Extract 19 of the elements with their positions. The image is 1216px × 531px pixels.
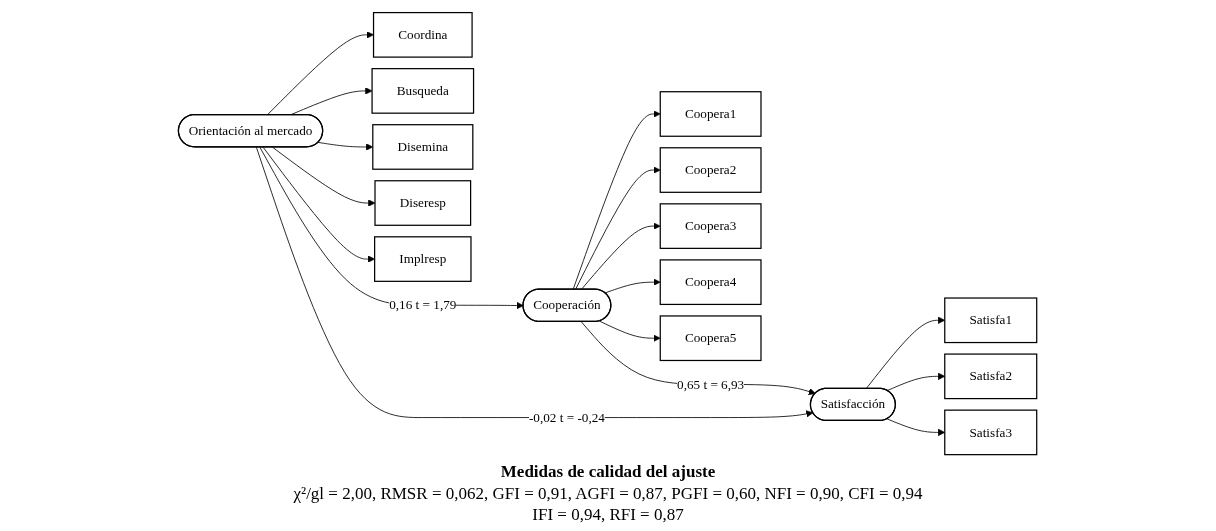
- fit-measures-text: χ²/gl = 2,00, RMSR = 0,062, GFI = 0,91, AGFI = 0,87, PGFI = 0,60, NFI = 0,90, CFI = 0,94: [293, 482, 923, 504]
- fit-measures-text: IFI = 0,94, RFI = 0,87: [531, 503, 685, 525]
- edge-label: 0,16 t = 1,79: [389, 297, 457, 312]
- node-box: Coopera4: [660, 259, 763, 306]
- node-box: Satisfa2: [944, 353, 1038, 400]
- node-box: Coopera5: [660, 315, 763, 362]
- node-box: Coordina: [373, 11, 474, 58]
- node-box: Coopera1: [660, 91, 763, 137]
- node-box: Satisfa3: [944, 409, 1038, 456]
- edge-label: 0,65 t = 6,93: [677, 376, 745, 391]
- node-box: Busqueda: [371, 68, 475, 114]
- heading: Medidas de calidad del ajuste: [499, 461, 717, 483]
- node-box: Disemina: [372, 124, 474, 170]
- node-box: Coopera3: [660, 203, 763, 249]
- node-box: Coopera2: [660, 147, 763, 193]
- edge-label: -0,02 t = -0,24: [529, 410, 606, 425]
- node-box: Diseresp: [374, 180, 472, 226]
- node-box: Satisfa1: [944, 297, 1038, 344]
- node-box: Implresp: [374, 236, 472, 282]
